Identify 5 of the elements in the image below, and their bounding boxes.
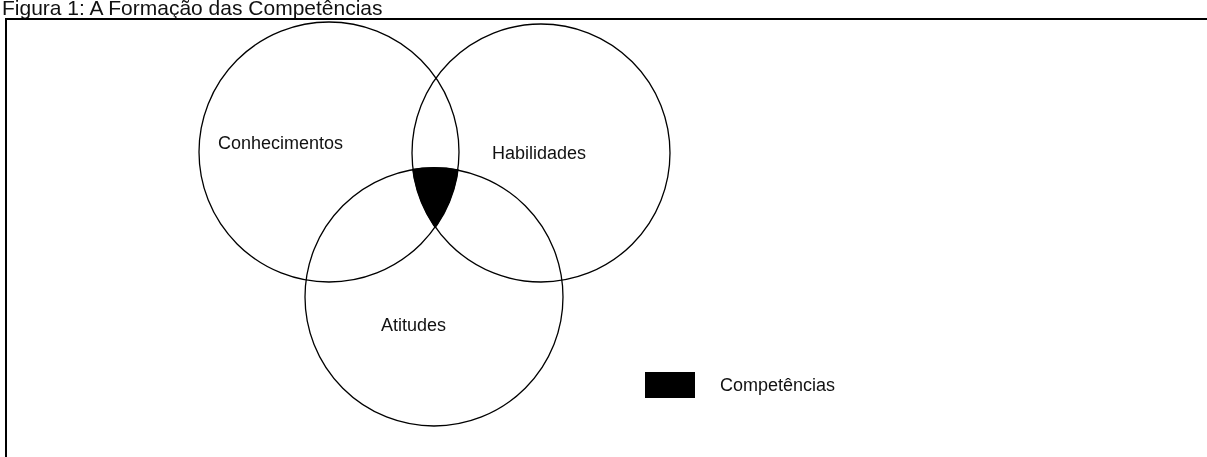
circle-label: Atitudes [381,315,447,336]
circle-label: Conhecimentos [218,133,344,154]
circle-label: Habilidades [492,143,587,164]
figure-title: Figura 1: A Formação das Competências [2,0,383,20]
legend-label: Competências [720,375,836,396]
